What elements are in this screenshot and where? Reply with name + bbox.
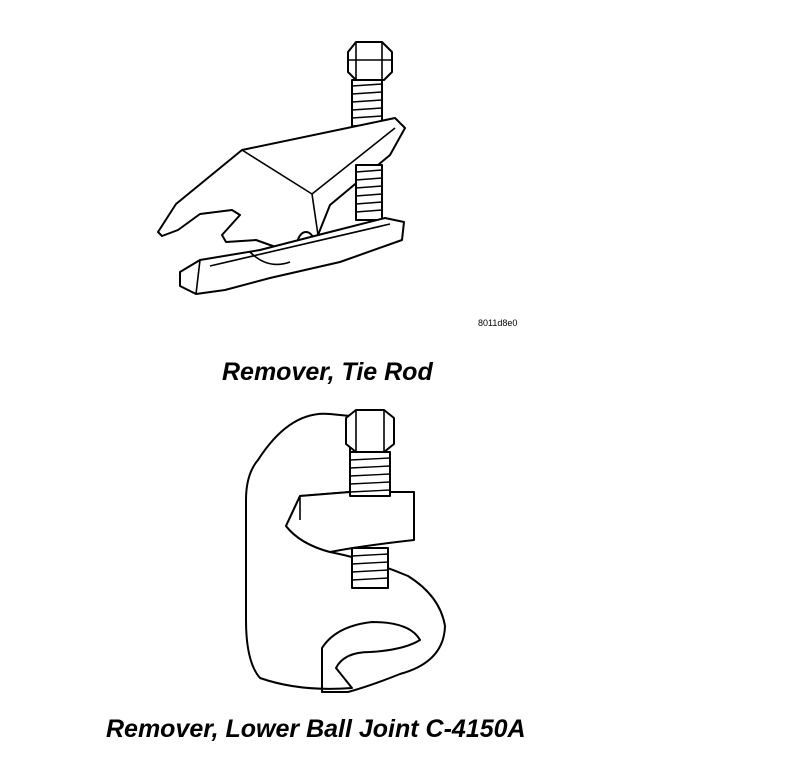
ball-joint-remover-caption: Remover, Lower Ball Joint C-4150A [106,715,526,743]
ball-joint-remover-icon [245,409,446,693]
figure-reference-code: 8011d8e0 [478,318,518,328]
tie-rod-remover-caption: Remover, Tie Rod [222,358,433,386]
tie-rod-remover-icon [157,41,406,295]
